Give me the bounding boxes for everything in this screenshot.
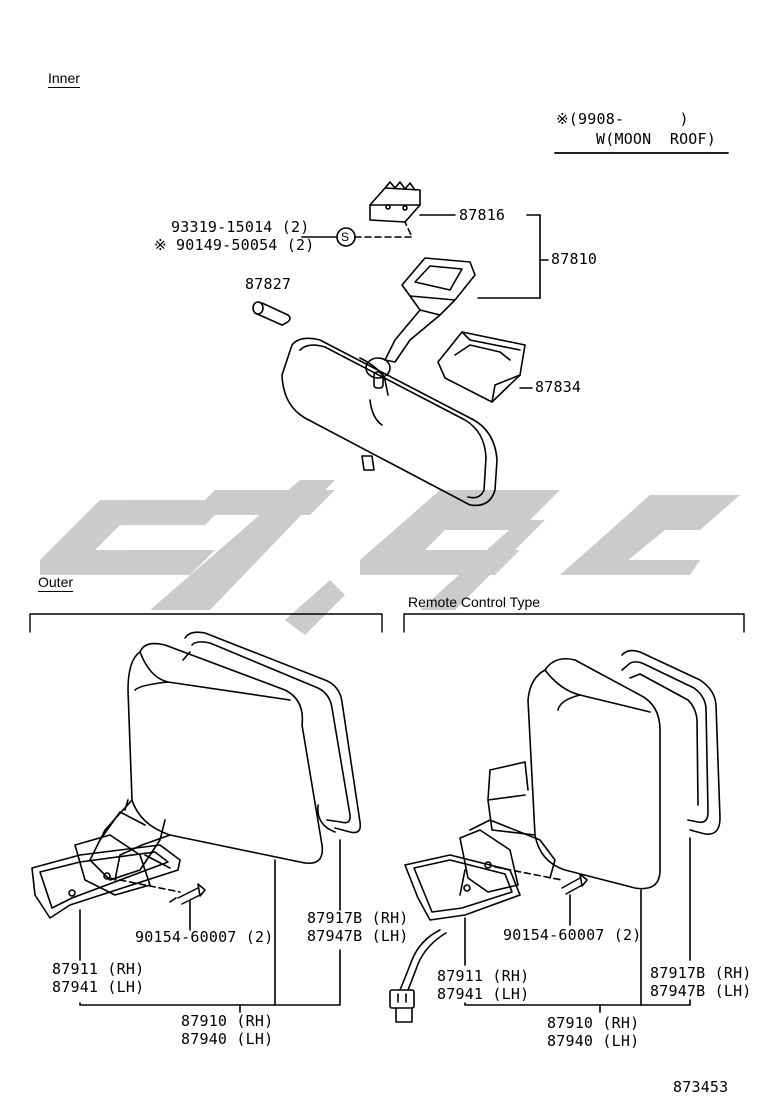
- note-line-1: ※(9908- ): [556, 110, 689, 128]
- outer-label-glass-lh: 87947B (LH): [307, 927, 409, 945]
- cover-87834: [437, 331, 526, 403]
- label-87810: 87810: [551, 250, 598, 268]
- remote-label-base-lh: 87941 (LH): [437, 985, 530, 1003]
- pin-87827: [252, 301, 291, 326]
- remote-mirror: [389, 649, 721, 1023]
- label-87827: 87827: [245, 275, 292, 293]
- outer-mirror: [31, 631, 362, 919]
- label-87816: 87816: [459, 206, 506, 224]
- rearview-mirror: [281, 337, 498, 507]
- clip-87816: [369, 181, 421, 223]
- remote-label-assy-rh: 87910 (RH): [547, 1014, 640, 1032]
- remote-label-glass-rh: 87917B (RH): [650, 964, 752, 982]
- outer-label-screw: 90154-60007 (2): [135, 928, 274, 946]
- s-symbol-label: S: [341, 230, 350, 244]
- remote-label-assy-lh: 87940 (LH): [547, 1032, 640, 1050]
- section-remote-label: Remote Control Type: [408, 594, 541, 610]
- outer-label-assy-rh: 87910 (RH): [181, 1012, 274, 1030]
- diagram-id: 873453: [673, 1078, 729, 1096]
- label-screw-93319: 93319-15014 (2): [171, 218, 310, 236]
- section-inner-label: Inner: [48, 70, 80, 88]
- remote-label-base-rh: 87911 (RH): [437, 967, 530, 985]
- outer-label-glass-rh: 87917B (RH): [307, 909, 409, 927]
- outer-label-base-lh: 87941 (LH): [52, 978, 145, 996]
- section-outer-label: Outer: [38, 574, 74, 592]
- label-87834: 87834: [535, 378, 582, 396]
- label-screw-90149: ※ 90149-50054 (2): [154, 236, 315, 254]
- s-symbol-circle: [336, 227, 356, 247]
- outer-label-assy-lh: 87940 (LH): [181, 1030, 274, 1048]
- outer-label-base-rh: 87911 (RH): [52, 960, 145, 978]
- note-line-2: W(MOON ROOF): [596, 130, 716, 148]
- remote-label-screw: 90154-60007 (2): [503, 926, 642, 944]
- remote-label-glass-lh: 87947B (LH): [650, 982, 752, 1000]
- bracket-87810: [384, 257, 476, 363]
